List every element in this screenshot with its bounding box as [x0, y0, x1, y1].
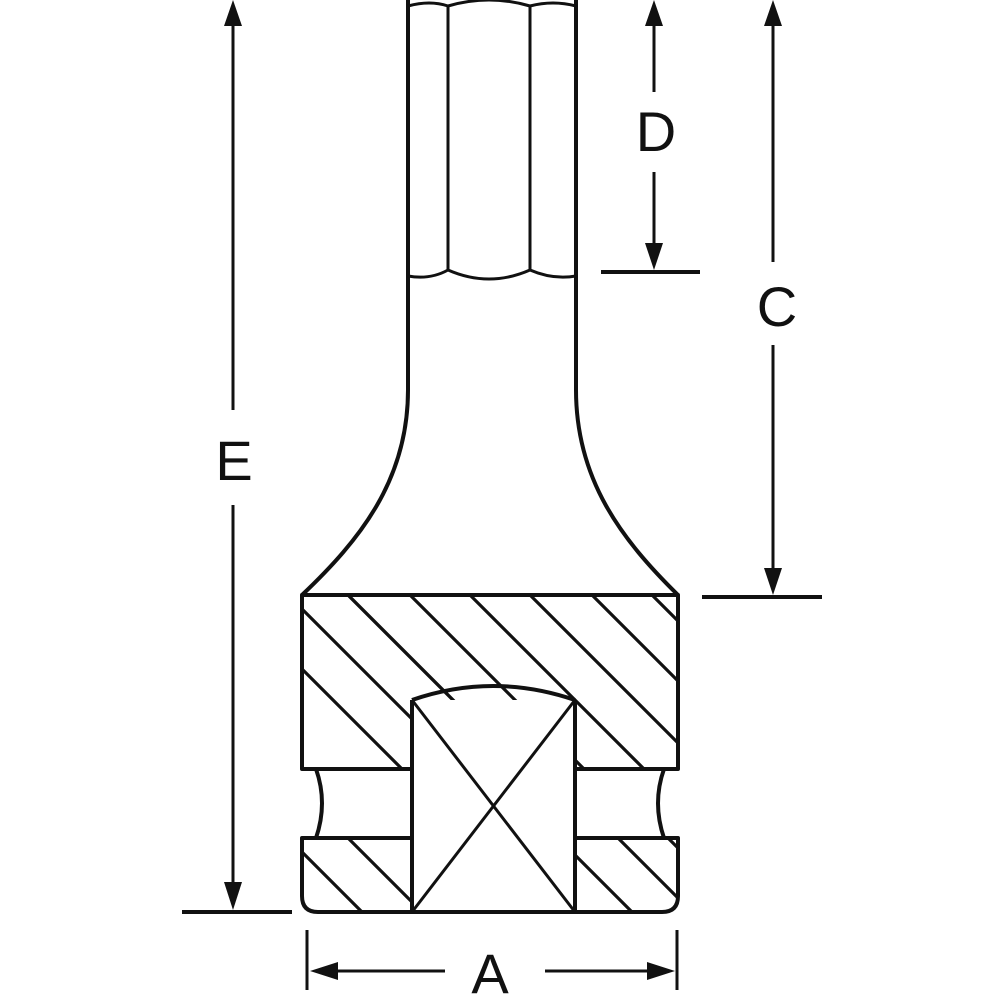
- dimension-c: [702, 0, 822, 599]
- dimension-label-c: C: [756, 275, 798, 338]
- section-hatching: [302, 595, 678, 769]
- square-drive-recess: [410, 684, 577, 913]
- dimension-label-d: D: [635, 100, 677, 163]
- dimension-a: [305, 930, 679, 990]
- socket-body: [300, 593, 680, 914]
- hex-bit-tip: [406, 0, 578, 281]
- dimension-d: [601, 0, 700, 274]
- dimension-label-e: E: [215, 429, 253, 492]
- dimension-label-a: A: [471, 942, 509, 1005]
- bit-neck: [300, 278, 680, 597]
- dimension-e: [182, 0, 292, 914]
